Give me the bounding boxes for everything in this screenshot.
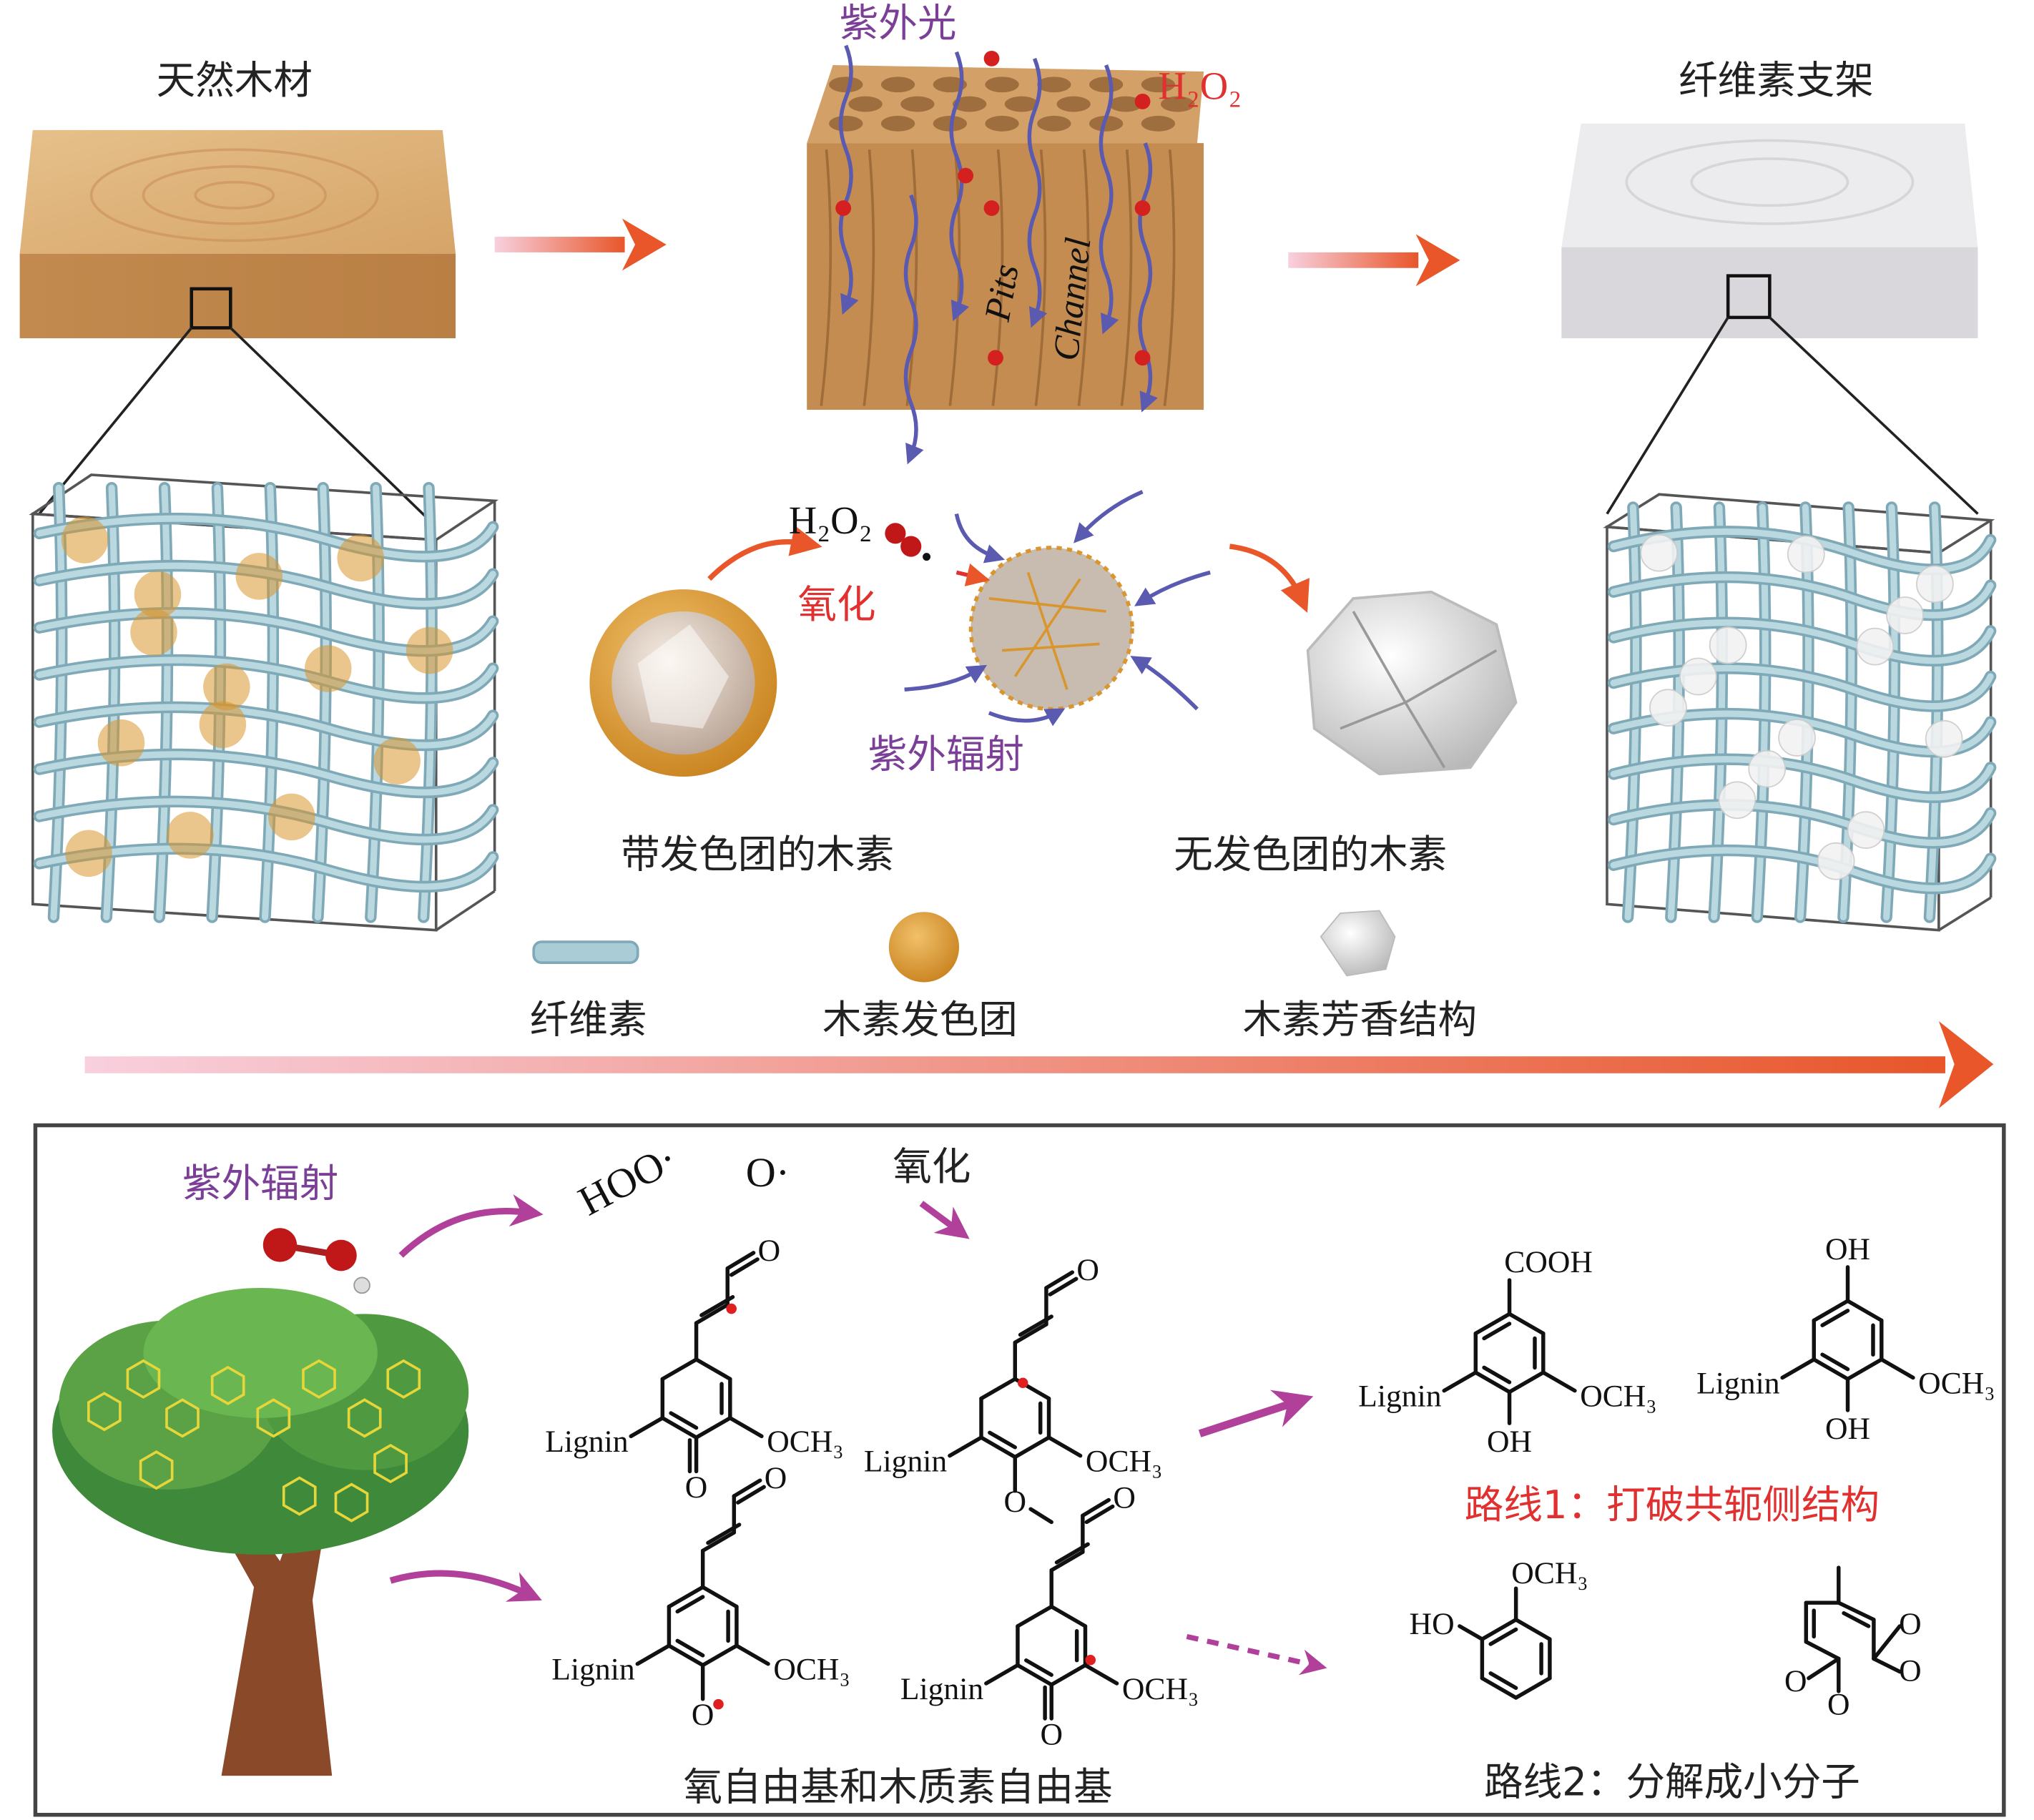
- lignin-without-chromophore-crumple: [1306, 590, 1518, 776]
- h2o2-label-mid: H₂O₂: [789, 498, 873, 542]
- route2-label: 路线2：分解成小分子: [1484, 1758, 1860, 1804]
- porous-wood-block: [807, 44, 1204, 465]
- uv-radiation-rays: [904, 490, 1211, 727]
- chem-label-och3: OCH₃: [773, 1653, 850, 1687]
- chem-label-o: O: [1784, 1664, 1807, 1698]
- radicals-caption: 氧自由基和木质素自由基: [683, 1764, 1112, 1810]
- legend-lignin-aromatic: 木素芳香结构: [1243, 996, 1477, 1042]
- process-arrow-2: [1288, 252, 1419, 268]
- chem-label-ho: HO: [1410, 1607, 1455, 1641]
- route1-label: 路线1：打破共轭侧结构: [1465, 1482, 1880, 1528]
- uv-radiation-label-bottom: 紫外辐射: [182, 1161, 338, 1206]
- chem-label-o: O: [1076, 1253, 1099, 1287]
- o-radical: O·: [746, 1149, 790, 1196]
- lignin-with-chromophore-label: 带发色团的木素: [621, 831, 894, 877]
- uv-radiation-label-mid: 紫外辐射: [868, 731, 1024, 777]
- chromophore-legend-swatch: [888, 912, 960, 983]
- chem-label-o: O: [1899, 1653, 1922, 1688]
- chem-label-o: O: [1827, 1688, 1850, 1722]
- chem-label-oh: OH: [1825, 1412, 1870, 1446]
- chem-label-o: O: [692, 1698, 714, 1732]
- wood-fiber-network-cube: [29, 473, 499, 932]
- chem-label-och3: OCH₃: [1511, 1556, 1588, 1590]
- chem-label-lignin: Lignin: [551, 1653, 635, 1687]
- chem-label-oh: OH: [1487, 1425, 1532, 1459]
- lignin-with-chromophore-sphere: [589, 589, 777, 777]
- chem-label-o: O: [1040, 1717, 1063, 1751]
- chem-label-och3: OCH₃: [1122, 1672, 1199, 1706]
- chem-label-lignin: Lignin: [1696, 1366, 1780, 1400]
- oxidation-label-bottom: 氧化: [893, 1143, 971, 1189]
- legend-cellulose: 纤维素: [530, 996, 647, 1042]
- chem-label-lignin: Lignin: [1358, 1379, 1442, 1414]
- natural-wood-block: [19, 129, 456, 338]
- zoom-square: [1726, 274, 1772, 320]
- chem-label-och3: OCH₃: [1086, 1444, 1162, 1478]
- legend-lignin-chromophore: 木素发色团: [822, 996, 1018, 1042]
- oxidation-label-mid: 氧化: [797, 581, 875, 627]
- cellulose-legend-swatch: [532, 940, 639, 964]
- overall-process-arrow: [84, 1056, 1945, 1073]
- legend: 纤维素 木素发色团 木素芳香结构: [530, 910, 1477, 1042]
- pits-label: Pits: [978, 261, 1027, 325]
- chem-label-o: O: [765, 1461, 787, 1495]
- h2o2-label-top: H₂O₂: [1158, 64, 1242, 107]
- chem-label-lignin: Lignin: [864, 1444, 948, 1478]
- chem-label-och3: OCH₃: [767, 1425, 843, 1459]
- chem-label-oh: OH: [1825, 1232, 1870, 1266]
- hoo-radical: HOO·: [571, 1135, 684, 1225]
- cellulose-scaffold-label: 纤维素支架: [1679, 57, 1874, 103]
- tree-illustration: [52, 1287, 469, 1776]
- aromatic-legend-swatch: [1320, 910, 1396, 977]
- chem-label-och3: OCH₃: [1918, 1366, 1995, 1400]
- cellulose-scaffold-block: [1561, 123, 1978, 338]
- chem-label-lignin: Lignin: [900, 1672, 984, 1706]
- chem-label-o: O: [1899, 1607, 1922, 1641]
- chem-label-lignin: Lignin: [545, 1425, 629, 1459]
- mechanism-panel: [33, 1123, 2006, 1817]
- chem-label-o: O: [1113, 1480, 1136, 1515]
- process-arrow-1: [494, 237, 625, 252]
- chem-label-o: O: [758, 1234, 781, 1268]
- oxidizing-lignin-sphere: [968, 546, 1134, 712]
- zoom-square: [190, 287, 232, 330]
- cellulose-fiber-network-cube: [1603, 493, 1997, 932]
- h2o2-molecule: [262, 1228, 370, 1294]
- natural-wood-label: 天然木材: [157, 57, 313, 103]
- uv-light-label: 紫外光: [840, 0, 957, 46]
- chem-label-och3: OCH₃: [1580, 1379, 1656, 1414]
- chem-label-cooh: COOH: [1504, 1245, 1593, 1279]
- chem-label-o: O: [685, 1470, 708, 1505]
- chem-label-o: O: [1004, 1485, 1027, 1519]
- lignin-without-chromophore-label: 无发色团的木素: [1174, 831, 1447, 877]
